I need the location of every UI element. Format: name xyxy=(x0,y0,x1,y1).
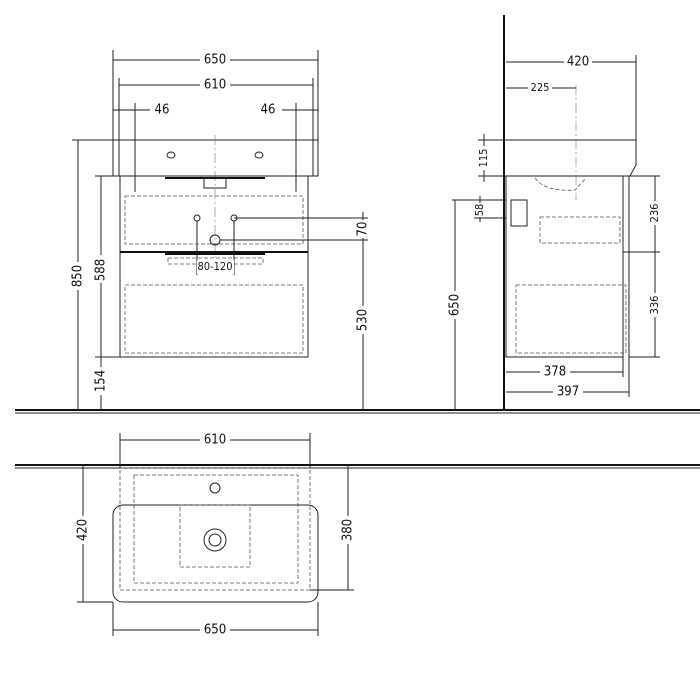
drain-outer xyxy=(203,528,227,552)
dim-420-side: 420 xyxy=(567,55,589,70)
dim-650-side: 650 xyxy=(448,294,463,316)
dim-588: 588 xyxy=(94,259,109,281)
front-view xyxy=(112,135,319,358)
dim-420-top: 420 xyxy=(76,519,91,541)
dim-397: 397 xyxy=(557,385,579,400)
basin-outline-top xyxy=(112,504,319,603)
wall-line-top-view xyxy=(15,464,700,469)
dim-610-top: 610 xyxy=(204,433,226,448)
top-dimensions: 610 420 380 650 xyxy=(75,432,356,638)
dim-380: 380 xyxy=(341,519,356,541)
floor-line-elevation xyxy=(15,409,700,414)
dim-154: 154 xyxy=(94,370,109,392)
trap xyxy=(510,199,528,227)
cabinet-side xyxy=(505,175,624,358)
dim-236: 236 xyxy=(648,204,661,223)
dim-336: 336 xyxy=(648,296,661,315)
dim-46-left: 46 xyxy=(155,103,170,118)
dim-58: 58 xyxy=(473,204,486,217)
basin-front xyxy=(112,139,319,177)
side-dimensions: 420 225 115 58 650 236 336 378 397 xyxy=(447,54,662,410)
dim-80-120: 80-120 xyxy=(197,260,232,273)
tap-hole-left xyxy=(166,151,176,159)
dim-225: 225 xyxy=(531,81,550,94)
dim-70: 70 xyxy=(356,222,371,237)
dim-46-right: 46 xyxy=(261,103,276,118)
basin-side xyxy=(506,139,637,177)
top-view xyxy=(112,467,319,603)
drain-inner xyxy=(208,533,222,547)
side-view xyxy=(503,15,637,410)
supply-left xyxy=(193,214,201,222)
dim-850: 850 xyxy=(71,265,86,287)
dim-115: 115 xyxy=(477,149,490,168)
front-dimensions: 650 610 46 46 850 588 154 70 530 80-120 xyxy=(70,50,371,410)
tap-hole-right xyxy=(254,151,264,159)
dim-378: 378 xyxy=(544,365,566,380)
tap-hole-top xyxy=(209,482,221,494)
dim-650-top: 650 xyxy=(204,623,226,638)
cabinet-front xyxy=(119,175,309,358)
dim-650: 650 xyxy=(204,53,226,68)
dim-530: 530 xyxy=(356,309,371,331)
dim-610: 610 xyxy=(204,78,226,93)
